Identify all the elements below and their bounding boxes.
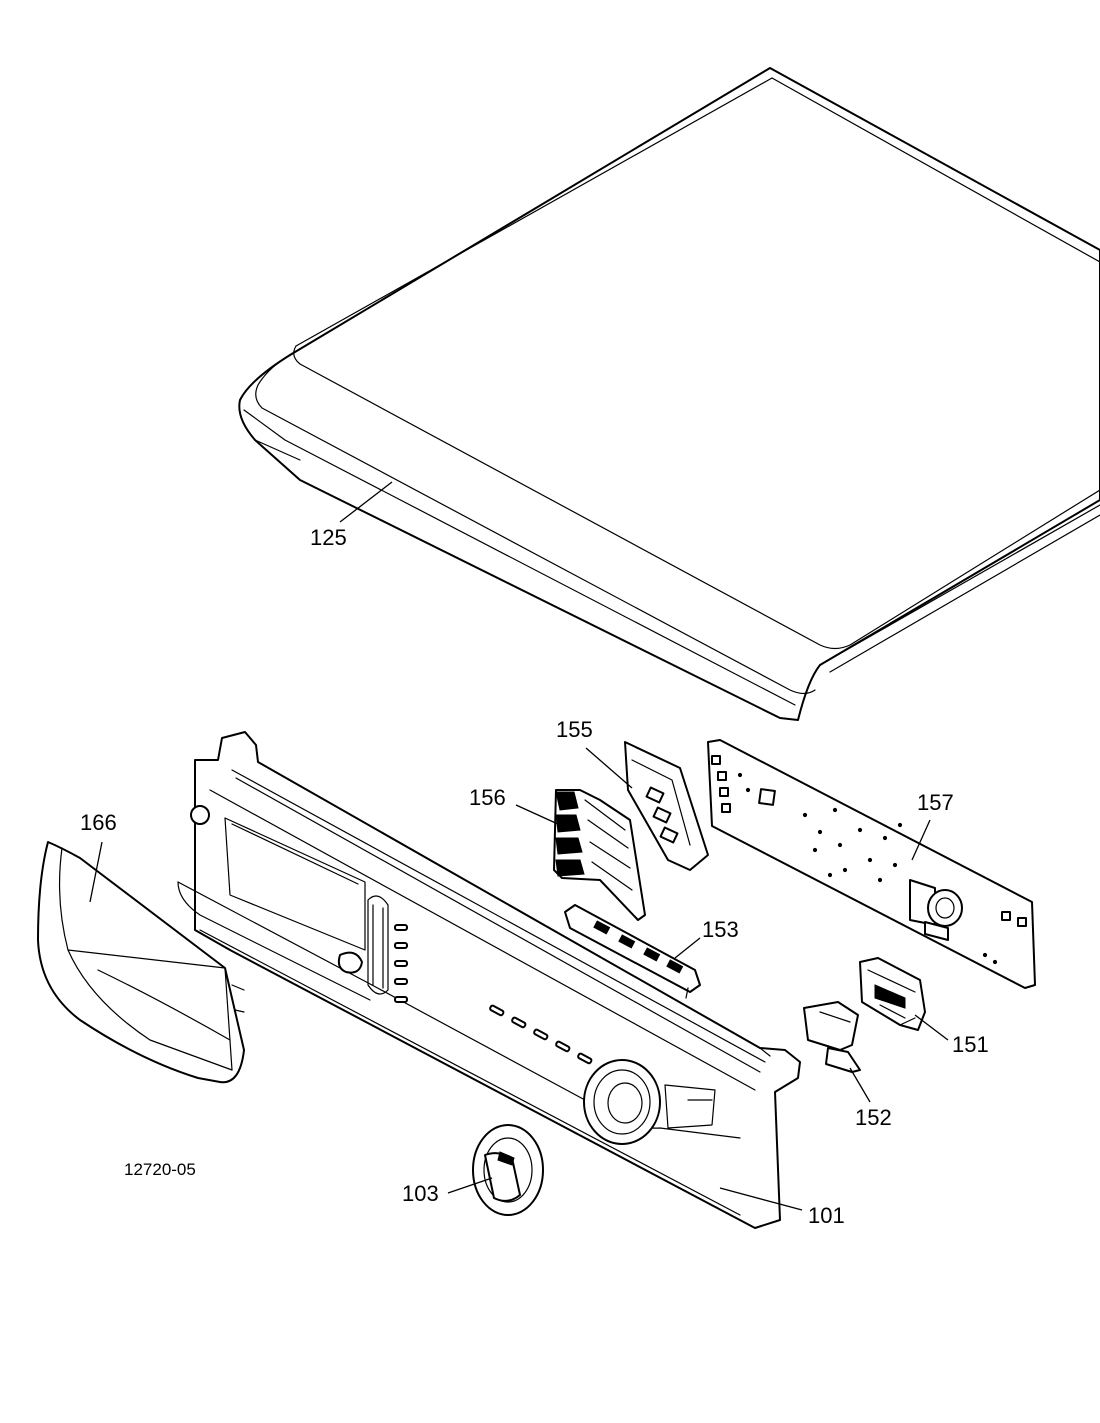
part-125-top-cover — [238, 67, 1100, 721]
callout-103: 103 — [402, 1181, 439, 1206]
part-101-control-panel — [177, 731, 801, 1229]
part-166-drawer-handle — [37, 841, 245, 1084]
callout-157: 157 — [917, 790, 954, 815]
part-152-switch — [803, 1001, 861, 1073]
part-153-connector-strip — [564, 904, 701, 999]
callout-155: 155 — [556, 717, 593, 742]
part-157-circuit-board — [707, 739, 1036, 989]
part-155-bracket — [624, 741, 709, 871]
callout-151: 151 — [952, 1032, 989, 1057]
diagram-code: 12720-05 — [124, 1160, 196, 1179]
callout-labels: 125 155 156 157 166 153 151 152 103 101 … — [80, 525, 989, 1228]
callout-152: 152 — [855, 1105, 892, 1130]
callout-153: 153 — [702, 917, 739, 942]
leader-lines — [89, 481, 949, 1211]
callout-156: 156 — [469, 785, 506, 810]
part-156-button-strip — [553, 789, 646, 921]
callout-101: 101 — [808, 1203, 845, 1228]
callout-125: 125 — [310, 525, 347, 550]
board-components — [737, 772, 998, 965]
part-103-knob — [472, 1124, 544, 1216]
part-151-switch-housing — [859, 957, 926, 1031]
callout-166: 166 — [80, 810, 117, 835]
